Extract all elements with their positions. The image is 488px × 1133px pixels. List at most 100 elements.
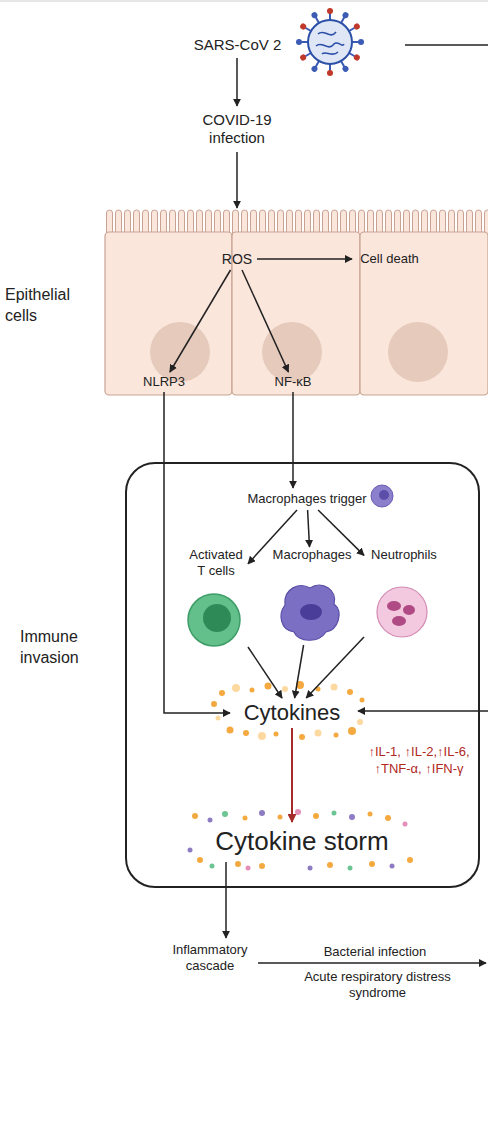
storm-dot	[407, 857, 413, 863]
virus-spike-tip	[310, 65, 318, 73]
neutrophil-lobe	[403, 605, 415, 615]
macrophage-cell-icon	[281, 585, 339, 640]
epithelial-cell	[105, 232, 232, 395]
virus-rna	[316, 32, 344, 54]
cell-node: Macrophages	[267, 547, 357, 645]
storm-dot	[348, 866, 353, 871]
storm-dot	[369, 861, 375, 867]
cytokine-dot	[357, 719, 363, 725]
node-text: SARS-CoV 2	[194, 36, 282, 54]
virus-spike-tip	[341, 65, 349, 73]
storm-dot	[278, 815, 283, 820]
cell-node: Neutrophils	[364, 547, 444, 643]
virus-spike-tip	[353, 53, 361, 61]
storm-dot	[246, 866, 251, 871]
connector-arrow	[292, 392, 294, 488]
connector-arrow	[236, 152, 238, 208]
node-text: Cell death	[360, 251, 419, 267]
virus-spike-tip	[310, 11, 318, 19]
node-text: COVID-19 infection	[192, 111, 282, 147]
virus-spike-tip	[341, 11, 349, 19]
storm-dot	[259, 810, 265, 816]
cytokine-dot	[316, 687, 321, 692]
node-text: Cytokine storm	[215, 826, 388, 857]
cytokine-dot	[265, 683, 272, 690]
connector-arrow	[242, 270, 288, 372]
virus-spike-tip	[358, 39, 364, 45]
storm-dot	[192, 813, 198, 819]
connector-arrow	[308, 510, 310, 547]
cytokine-dot	[299, 734, 305, 740]
connector-arrow	[225, 862, 227, 938]
flow-text: Inflammatory cascade	[165, 938, 255, 978]
node-text: NF-κB	[275, 374, 312, 390]
immune-box: Immune invasionMacrophages triggerActiva…	[125, 462, 480, 888]
cytokine-dot	[227, 727, 234, 734]
node-text: Cytokines	[244, 700, 341, 726]
virus-spike-tip	[327, 70, 333, 76]
storm-dot	[403, 822, 408, 827]
cell-node: Activated T cells	[184, 547, 248, 651]
connector-arrow	[257, 258, 352, 260]
virus-spike-tip	[299, 53, 307, 61]
storm-dot	[332, 811, 337, 816]
node-text: Inflammatory cascade	[165, 942, 255, 973]
cytokine-text: Cytokines	[230, 698, 354, 728]
process-text: NF-κB	[267, 372, 319, 392]
annotation-label: Acute respiratory distress syndrome	[300, 969, 455, 1002]
frame-line	[0, 1, 488, 2]
edge-label: ↑IL-1, ↑IL-2,↑IL-6, ↑TNF-α, ↑IFN-γ	[355, 744, 483, 778]
epithelial-band: Epithelial cellsROSCell deathNLRP3NF-κB	[105, 208, 488, 395]
cytokine-storm-text: Cytokine storm	[197, 822, 407, 862]
virus-spike-tip	[299, 22, 307, 30]
storm-dot	[208, 818, 213, 823]
cytokine-dot	[216, 716, 221, 721]
macrophage-icon	[371, 485, 393, 507]
process-text: Cell death	[352, 248, 427, 270]
connector-arrow	[236, 58, 238, 106]
neutrophil-icon	[377, 587, 427, 637]
cytokine-dot	[348, 727, 356, 735]
cytokine-dot	[274, 732, 279, 737]
outgoing-arrow	[258, 962, 486, 964]
side-line	[405, 44, 488, 46]
epithelial-cell	[360, 232, 488, 395]
cell-nucleus	[388, 322, 448, 382]
virus-icon	[296, 8, 364, 76]
process-text: NLRP3	[138, 372, 190, 392]
storm-dot	[235, 861, 241, 867]
virus-spike-tip	[327, 8, 333, 14]
cytokine-dot	[211, 701, 217, 707]
flow-text: COVID-19 infection	[192, 106, 282, 152]
cytokine-dot	[347, 689, 353, 695]
storm-dot	[390, 864, 395, 869]
connector-arrow	[170, 270, 231, 372]
node-text: Macrophages trigger	[247, 491, 366, 507]
storm-dot	[243, 816, 248, 821]
storm-dot	[295, 809, 301, 815]
virus-body	[308, 20, 352, 64]
cytokine-dot	[331, 684, 338, 691]
neutrophil-lobe	[387, 601, 401, 611]
incoming-arrow	[358, 710, 488, 712]
storm-dot	[313, 813, 319, 819]
storm-dot	[197, 857, 203, 863]
section-heading: Epithelial cells	[5, 285, 97, 327]
virus-spike-tip	[296, 39, 302, 45]
cytokine-dot	[315, 730, 322, 737]
storm-dot	[188, 848, 193, 853]
cytokine-dot	[232, 684, 240, 692]
storm-dot	[349, 814, 355, 820]
section-heading: Immune invasion	[20, 627, 115, 669]
cytokine-dot	[243, 730, 249, 736]
storm-dot	[368, 812, 373, 817]
connector-arrow	[306, 637, 364, 698]
node-text: Macrophages	[273, 547, 352, 563]
cytokine-dot	[282, 686, 288, 692]
cytokine-dot	[296, 681, 304, 689]
node-text: NLRP3	[143, 374, 185, 390]
storm-dot	[210, 864, 215, 869]
cytokine-dot	[360, 698, 365, 703]
